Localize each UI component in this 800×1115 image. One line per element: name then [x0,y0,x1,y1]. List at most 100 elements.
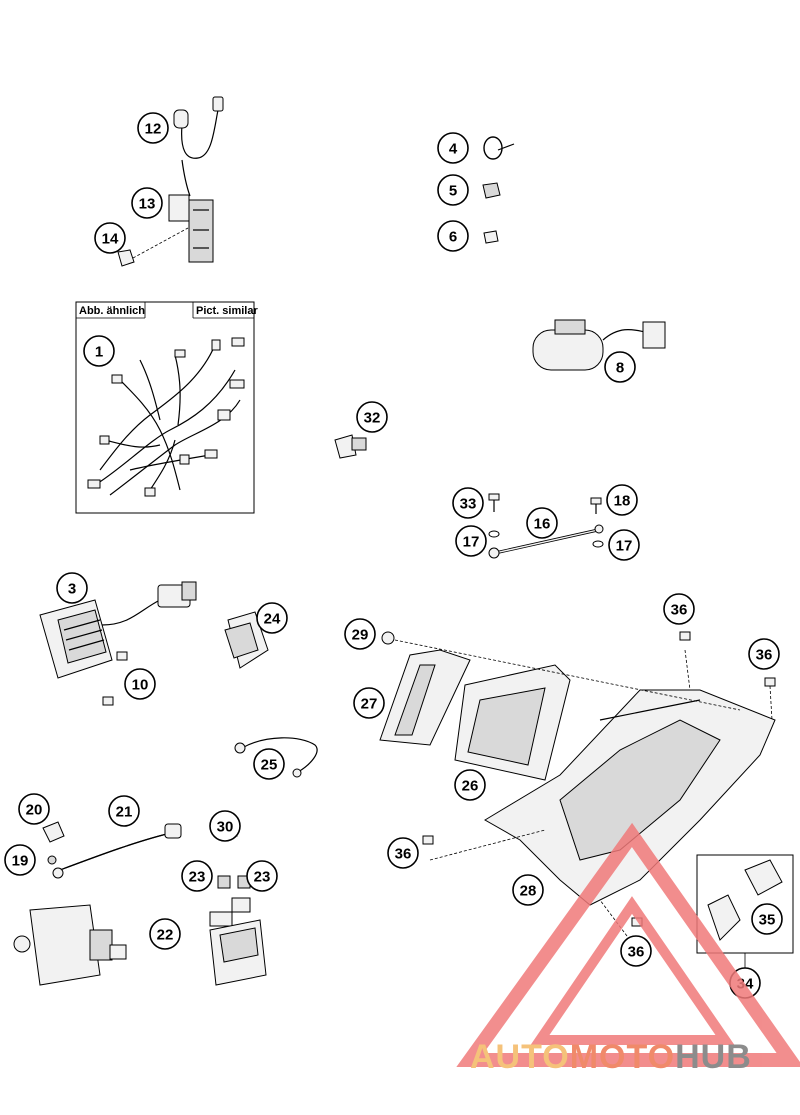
callout-circle [356,401,388,433]
callout-circle [604,351,636,383]
callout-c20: 20 [18,793,50,825]
callout-c8: 8 [604,351,636,383]
voltage-regulator [39,581,197,706]
callout-number: 12 [145,121,162,138]
callout-number: 1 [95,344,103,361]
callout-c17b: 17 [608,529,640,561]
callout-circle [437,220,469,252]
connector-box [696,854,794,970]
watermark: AUTOMOTOHUB [456,822,800,1076]
callout-circle [83,335,115,367]
callout-circle [748,638,780,670]
callout-number: 17 [463,534,480,551]
callout-number: 36 [671,602,688,619]
callout-number: 4 [449,141,458,158]
callout-number: 28 [520,883,537,900]
callout-number: 16 [534,516,551,533]
callout-number: 24 [264,611,281,628]
callout-circle [620,935,652,967]
callout-number: 14 [102,231,119,248]
cable-clip [483,230,499,244]
ground-cable [488,493,604,559]
callout-c36c: 36 [387,837,419,869]
callout-c23b: 23 [246,860,278,892]
callout-circle [455,525,487,557]
starter-relay [209,829,267,986]
battery-holder [379,631,471,746]
callout-circle [256,602,288,634]
harness-label-en: Pict. similar [196,305,258,317]
callout-number: 6 [449,229,457,246]
callout-c22: 22 [149,918,181,950]
connector-32 [334,434,367,459]
callout-number: 8 [616,360,624,377]
callout-c25: 25 [253,748,285,780]
callout-number: 36 [395,846,412,863]
callout-number: 5 [449,183,457,200]
callout-number: 23 [254,869,271,886]
callout-number: 36 [756,647,773,664]
callout-number: 27 [361,696,378,713]
callout-c36a: 36 [663,593,695,625]
capacitor [532,319,666,371]
callout-circle [608,529,640,561]
cable-tie [483,136,515,160]
callout-circle [124,668,156,700]
callout-circle [209,810,241,842]
callout-circle [108,795,140,827]
callout-c36d: 36 [620,935,652,967]
callout-c19: 19 [4,844,36,876]
callout-circle [18,793,50,825]
callout-number: 22 [157,927,174,944]
callout-c12: 12 [137,112,169,144]
callout-number: 29 [352,627,369,644]
callout-c29: 29 [344,618,376,650]
watermark-hub: HUB [675,1038,752,1076]
sensor-assembly [117,96,224,267]
callout-circle [454,769,486,801]
callout-number: 33 [460,496,477,513]
callout-c17a: 17 [455,525,487,557]
callout-number: 13 [139,196,156,213]
callout-number: 17 [616,538,633,555]
watermark-text: AUTOMOTOHUB [470,1038,752,1076]
watermark-triangle [456,822,800,1067]
callout-circle [246,860,278,892]
callout-c36b: 36 [748,638,780,670]
rear-frame-tray [394,631,776,941]
callout-circle [663,593,695,625]
callout-circle [131,187,163,219]
battery-cable [234,737,318,778]
callout-circle [181,860,213,892]
callout-c28: 28 [512,874,544,906]
callout-c35: 35 [751,903,783,935]
callout-c5: 5 [437,174,469,206]
callout-circle [137,112,169,144]
callout-c27: 27 [353,687,385,719]
callout-circle [344,618,376,650]
callout-circle [437,132,469,164]
callout-circle [94,222,126,254]
callout-circle [253,748,285,780]
callout-c21: 21 [108,795,140,827]
callout-number: 18 [614,493,631,510]
callout-number: 30 [217,819,234,836]
callout-c4: 4 [437,132,469,164]
callout-c10: 10 [124,668,156,700]
callout-number: 35 [759,912,776,929]
callout-c30: 30 [209,810,241,842]
callout-circle [452,487,484,519]
callout-number: 25 [261,757,278,774]
callout-c1: 1 [83,335,115,367]
callout-number: 3 [68,581,76,598]
callout-number: 36 [628,944,645,961]
callout-circle [387,837,419,869]
harness-label-de: Abb. ähnlich [79,305,145,317]
callout-circle [751,903,783,935]
callout-c14: 14 [94,222,126,254]
callout-number: 20 [26,802,43,819]
callout-circle [353,687,385,719]
callout-circle [526,507,558,539]
callout-number: 10 [132,677,149,694]
callout-number: 32 [364,410,381,427]
